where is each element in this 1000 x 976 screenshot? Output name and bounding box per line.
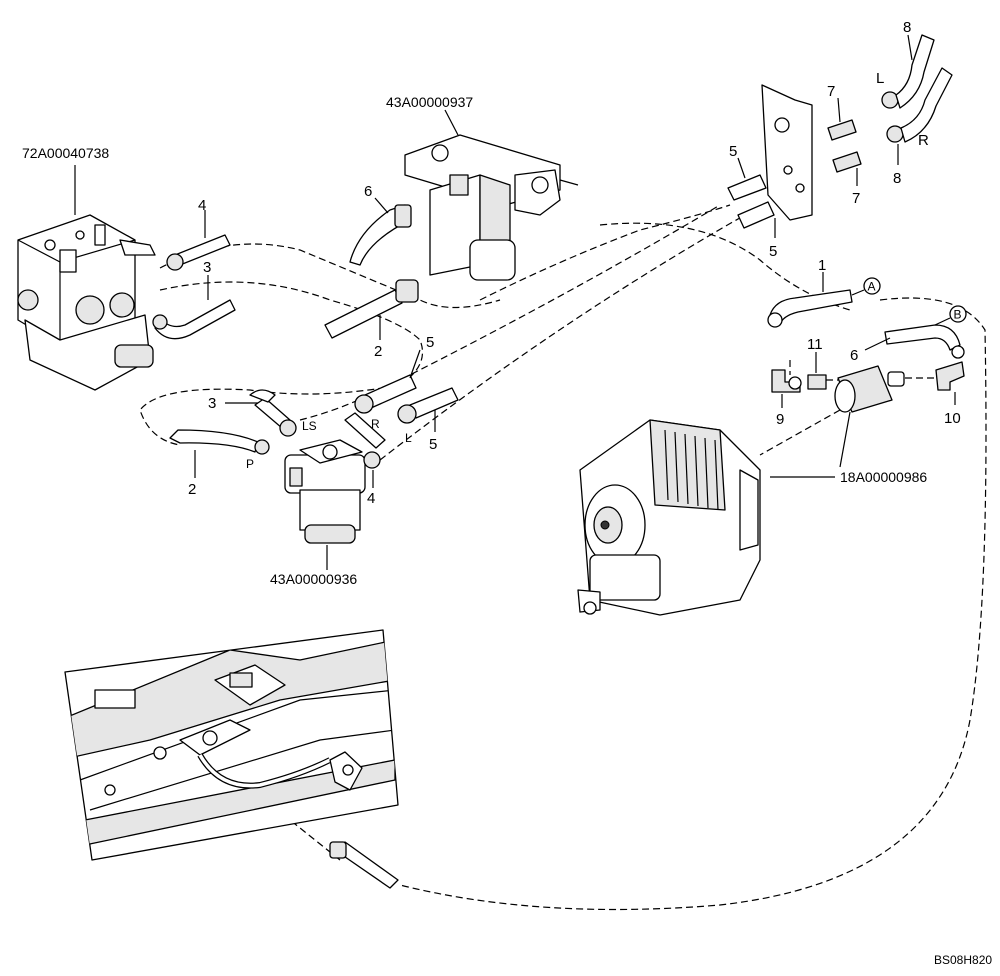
hose-item-2-upper — [324, 279, 419, 340]
hose-inset-connector — [329, 841, 399, 889]
ref-b: B — [954, 308, 962, 322]
callout-8-lower: 8 — [893, 170, 901, 187]
port-r-unit: R — [371, 417, 380, 431]
cooling-fins — [664, 429, 719, 511]
port-r-top: R — [918, 132, 929, 149]
manifold-plate — [761, 84, 813, 221]
valve-block — [17, 165, 156, 391]
route-bracket-to-manifold — [479, 204, 731, 301]
hose-item-5-unit-a — [354, 349, 421, 414]
callout-5-unit-a: 5 — [426, 334, 434, 351]
hose-item-8-lower — [886, 67, 953, 165]
hose-item-6-bracket — [349, 197, 412, 266]
figure-code: BS08H820 — [934, 953, 992, 967]
ref-circle-a: A — [851, 277, 881, 296]
callout-8-upper: 8 — [903, 19, 911, 36]
route-coupling-to-trans — [759, 409, 841, 456]
coupling-part-number: 18A00000986 — [840, 469, 927, 485]
port-l-unit: L — [405, 431, 412, 445]
callout-1: 1 — [818, 257, 826, 274]
port-p: P — [246, 457, 254, 471]
hose-item-6-coupling — [864, 324, 965, 359]
callout-7-upper: 7 — [827, 83, 835, 100]
callout-2-upper: 2 — [374, 343, 382, 360]
hose-item-2-lower — [169, 429, 270, 478]
callout-5-unit-b: 5 — [429, 436, 437, 453]
steering-unit-part-number: 43A00000936 — [270, 571, 357, 587]
ref-circle-b: B — [934, 305, 967, 326]
callout-3-unit: 3 — [208, 395, 216, 412]
hose-item-1 — [767, 272, 853, 328]
callout-5-top-a: 5 — [729, 143, 737, 160]
bracket-valve-part-number: 43A00000937 — [386, 94, 473, 110]
fitting-item-11 — [807, 352, 827, 390]
hose-item-8-upper — [881, 34, 935, 109]
callout-6-coupling: 6 — [850, 347, 858, 364]
port-l-top: L — [876, 70, 884, 87]
hose-item-3-unit — [225, 389, 297, 437]
callout-2-lower: 2 — [188, 481, 196, 498]
fitting-item-10 — [935, 361, 965, 405]
hose-item-5-top-a — [727, 157, 767, 201]
route-unit-r — [299, 204, 721, 421]
route-long-loop — [399, 297, 987, 911]
ref-a: A — [868, 280, 876, 294]
callout-3-valve: 3 — [203, 259, 211, 276]
route-unit-l — [379, 214, 746, 461]
hose-item-3-valve — [152, 275, 236, 340]
hose-item-5-unit-b — [397, 387, 459, 432]
fitting-item-7-upper — [827, 97, 857, 141]
callout-6-bracket: 6 — [364, 183, 372, 200]
callout-9: 9 — [776, 411, 784, 428]
callout-11: 11 — [807, 336, 823, 353]
callout-4-unit: 4 — [367, 490, 375, 507]
quick-coupling — [834, 365, 905, 468]
callout-10: 10 — [944, 410, 961, 427]
hose-item-4-unit — [344, 412, 386, 488]
hose-item-5-top-b — [737, 201, 776, 238]
hose-item-4-valve — [166, 210, 231, 271]
callout-4-valve: 4 — [198, 197, 206, 214]
fitting-item-9 — [771, 369, 802, 408]
inset-frame-view — [64, 629, 399, 861]
callout-5-top-b: 5 — [769, 243, 777, 260]
fitting-item-7-lower — [832, 151, 862, 186]
valve-block-part-number: 72A00040738 — [22, 145, 109, 161]
steering-unit — [284, 439, 366, 570]
transmission — [577, 419, 761, 616]
bracket-valve — [404, 109, 579, 281]
callout-7-lower: 7 — [852, 190, 860, 207]
port-ls: LS — [302, 419, 317, 433]
